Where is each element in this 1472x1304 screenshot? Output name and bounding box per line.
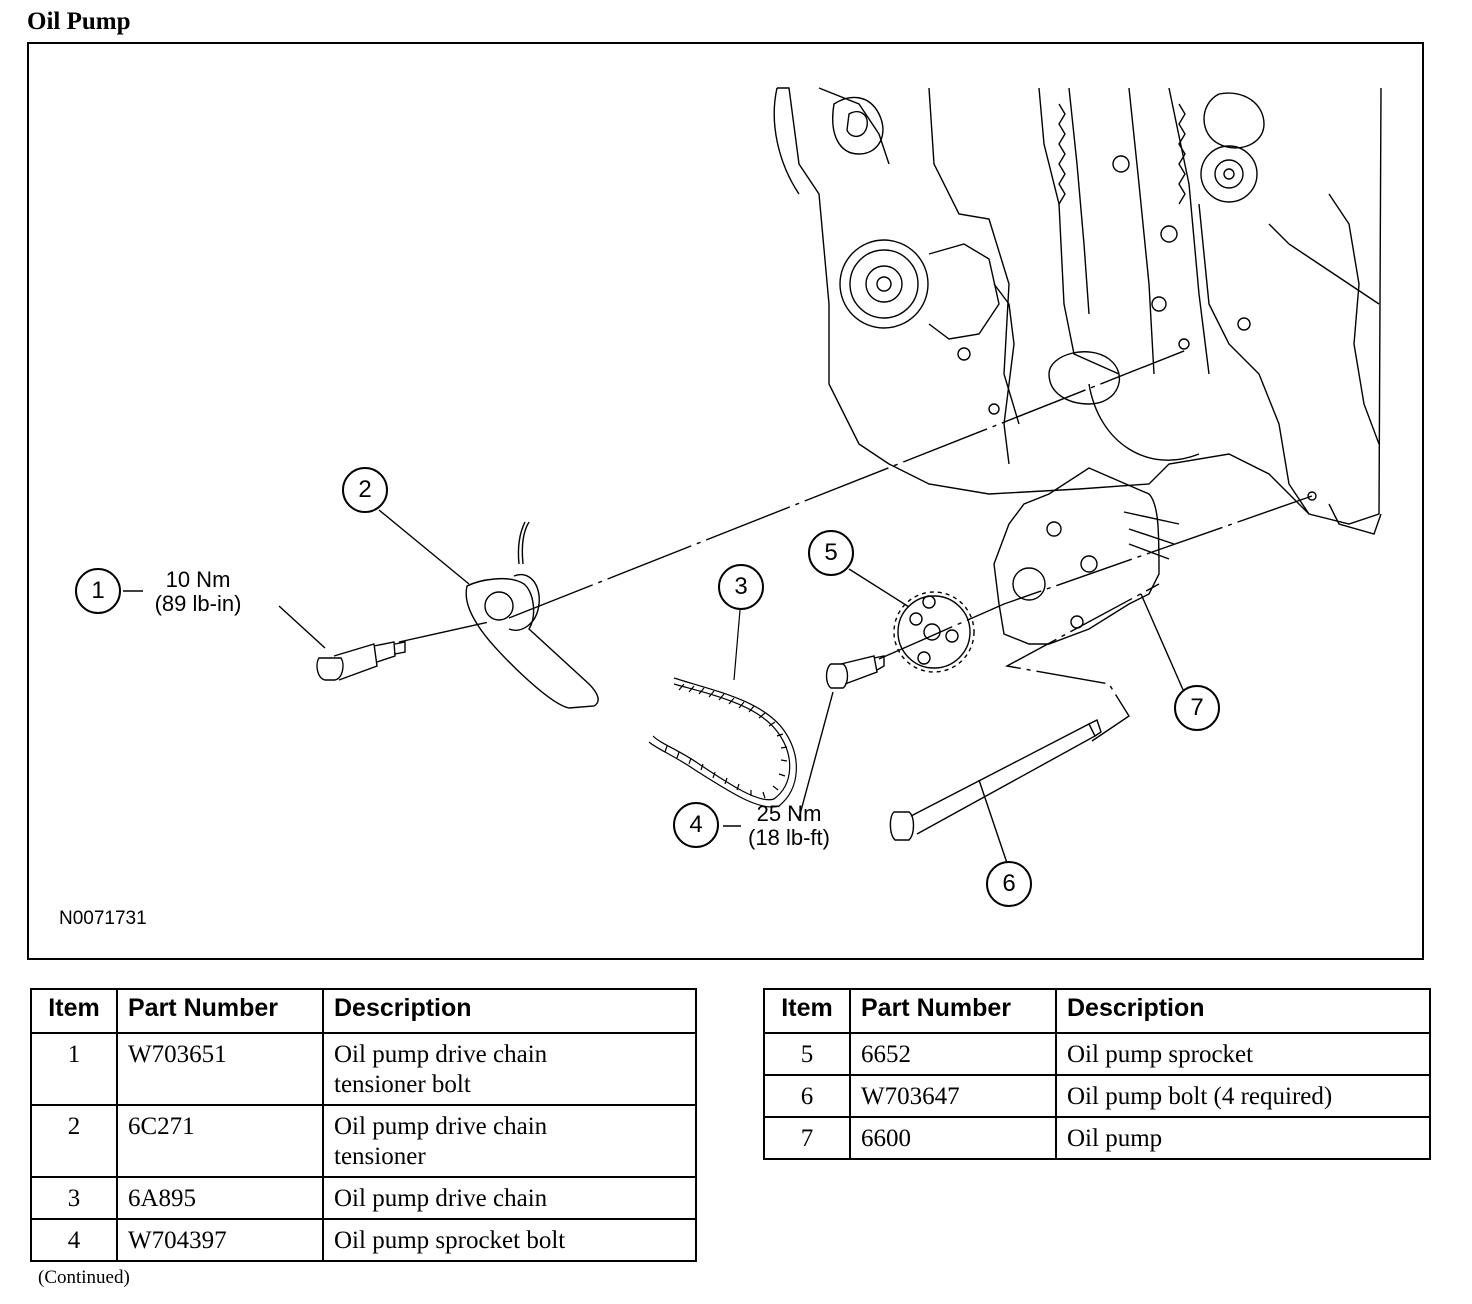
cell-description: Oil pump sprocket bolt bbox=[322, 1218, 697, 1262]
table-row: 2 6C271 Oil pump drive chain tensioner bbox=[30, 1104, 697, 1178]
engine-block-illustration bbox=[773, 87, 1382, 535]
centerline-2 bbox=[878, 495, 1313, 660]
table-row: 4 W704397 Oil pump sprocket bolt bbox=[30, 1218, 697, 1262]
figure-id: N0071731 bbox=[59, 908, 147, 929]
torque-spec-item-4: 25 Nm (18 lb-ft) bbox=[729, 802, 849, 850]
callout-3: 3 bbox=[718, 564, 764, 610]
description-line: tensioner bolt bbox=[334, 1071, 471, 1098]
cell-description: Oil pump drive chain tensioner bbox=[322, 1104, 697, 1178]
torque-nm: 25 Nm bbox=[756, 801, 822, 826]
description-line: Oil pump sprocket bbox=[1067, 1041, 1254, 1068]
callout-2-number: 2 bbox=[358, 476, 372, 503]
header-part-number: Part Number bbox=[116, 988, 324, 1034]
cell-item: 1 bbox=[30, 1032, 118, 1106]
cell-part-number: 6600 bbox=[849, 1116, 1057, 1160]
description-line: Oil pump drive chain bbox=[334, 1041, 548, 1068]
callout-4: 4 bbox=[673, 802, 719, 848]
description-line: Oil pump bolt (4 required) bbox=[1067, 1083, 1333, 1110]
continued-note: (Continued) bbox=[38, 1267, 130, 1288]
header-description: Description bbox=[1055, 988, 1431, 1034]
cell-item: 4 bbox=[30, 1218, 118, 1262]
header-description: Description bbox=[322, 988, 697, 1034]
sprocket-illustration bbox=[848, 568, 975, 673]
cell-part-number: W704397 bbox=[116, 1218, 324, 1262]
centerline-3 bbox=[1004, 583, 1160, 742]
table-row: 1 W703651 Oil pump drive chain tensioner … bbox=[30, 1032, 697, 1106]
callout-5-number: 5 bbox=[824, 539, 838, 566]
cell-item: 6 bbox=[763, 1074, 851, 1118]
table-row: 3 6A895 Oil pump drive chain bbox=[30, 1176, 697, 1220]
page-title: Oil Pump bbox=[27, 8, 131, 35]
table-row: 7 6600 Oil pump bbox=[763, 1116, 1431, 1160]
cell-description: Oil pump bolt (4 required) bbox=[1055, 1074, 1431, 1118]
callout-5: 5 bbox=[808, 530, 854, 576]
description-line: Oil pump drive chain bbox=[334, 1113, 548, 1140]
torque-imperial: (18 lb-ft) bbox=[748, 825, 830, 850]
callout-3-number: 3 bbox=[734, 573, 748, 600]
oil-pump-illustration bbox=[993, 467, 1185, 693]
cell-part-number: 6C271 bbox=[116, 1104, 324, 1178]
header-item: Item bbox=[30, 988, 118, 1034]
cell-item: 5 bbox=[763, 1032, 851, 1076]
cell-item: 7 bbox=[763, 1116, 851, 1160]
cell-item: 3 bbox=[30, 1176, 118, 1220]
callout-6: 6 bbox=[986, 861, 1032, 907]
oil-pump-bolt-illustration bbox=[889, 719, 1102, 870]
cell-part-number: W703651 bbox=[116, 1032, 324, 1106]
tensioner-illustration bbox=[378, 509, 599, 709]
description-line: Oil pump sprocket bolt bbox=[334, 1227, 566, 1254]
cell-item: 2 bbox=[30, 1104, 118, 1178]
header-part-number: Part Number bbox=[849, 988, 1057, 1034]
cell-part-number: W703647 bbox=[849, 1074, 1057, 1118]
description-line: Oil pump drive chain bbox=[334, 1185, 548, 1212]
torque-nm: 10 Nm bbox=[165, 567, 231, 592]
cell-description: Oil pump drive chain bbox=[322, 1176, 697, 1220]
drive-chain-illustration bbox=[648, 609, 797, 808]
cell-description: Oil pump drive chain tensioner bolt bbox=[322, 1032, 697, 1106]
cell-description: Oil pump bbox=[1055, 1116, 1431, 1160]
table-row: 5 6652 Oil pump sprocket bbox=[763, 1032, 1431, 1076]
callout-7: 7 bbox=[1174, 685, 1220, 731]
torque-imperial: (89 lb-in) bbox=[154, 591, 242, 616]
centerline-1 bbox=[398, 348, 1190, 643]
callout-6-number: 6 bbox=[1002, 870, 1016, 897]
header-item: Item bbox=[763, 988, 851, 1034]
sprocket-bolt-illustration bbox=[798, 655, 885, 819]
callout-4-number: 4 bbox=[689, 811, 703, 838]
cell-part-number: 6652 bbox=[849, 1032, 1057, 1076]
cell-part-number: 6A895 bbox=[116, 1176, 324, 1220]
table-header-row: Item Part Number Description bbox=[763, 988, 1431, 1034]
callout-7-number: 7 bbox=[1190, 694, 1204, 721]
table-row: 6 W703647 Oil pump bolt (4 required) bbox=[763, 1074, 1431, 1118]
description-line: Oil pump bbox=[1067, 1125, 1163, 1152]
table-header-row: Item Part Number Description bbox=[30, 988, 697, 1034]
parts-table-left: Item Part Number Description 1 W703651 O… bbox=[30, 988, 697, 1262]
parts-table-right: Item Part Number Description 5 6652 Oil … bbox=[763, 988, 1431, 1160]
exploded-view-figure: 1 10 Nm (89 lb-in) 2 3 4 25 Nm (18 lb-ft… bbox=[27, 42, 1424, 960]
description-line: tensioner bbox=[334, 1143, 426, 1170]
cell-description: Oil pump sprocket bbox=[1055, 1032, 1431, 1076]
callout-1: 1 bbox=[75, 568, 121, 614]
tensioner-bolt-illustration bbox=[278, 605, 406, 681]
torque-spec-item-1: 10 Nm (89 lb-in) bbox=[133, 568, 263, 616]
callout-2: 2 bbox=[342, 467, 388, 513]
exploded-view-drawing bbox=[123, 87, 1382, 870]
callout-1-number: 1 bbox=[91, 577, 105, 604]
